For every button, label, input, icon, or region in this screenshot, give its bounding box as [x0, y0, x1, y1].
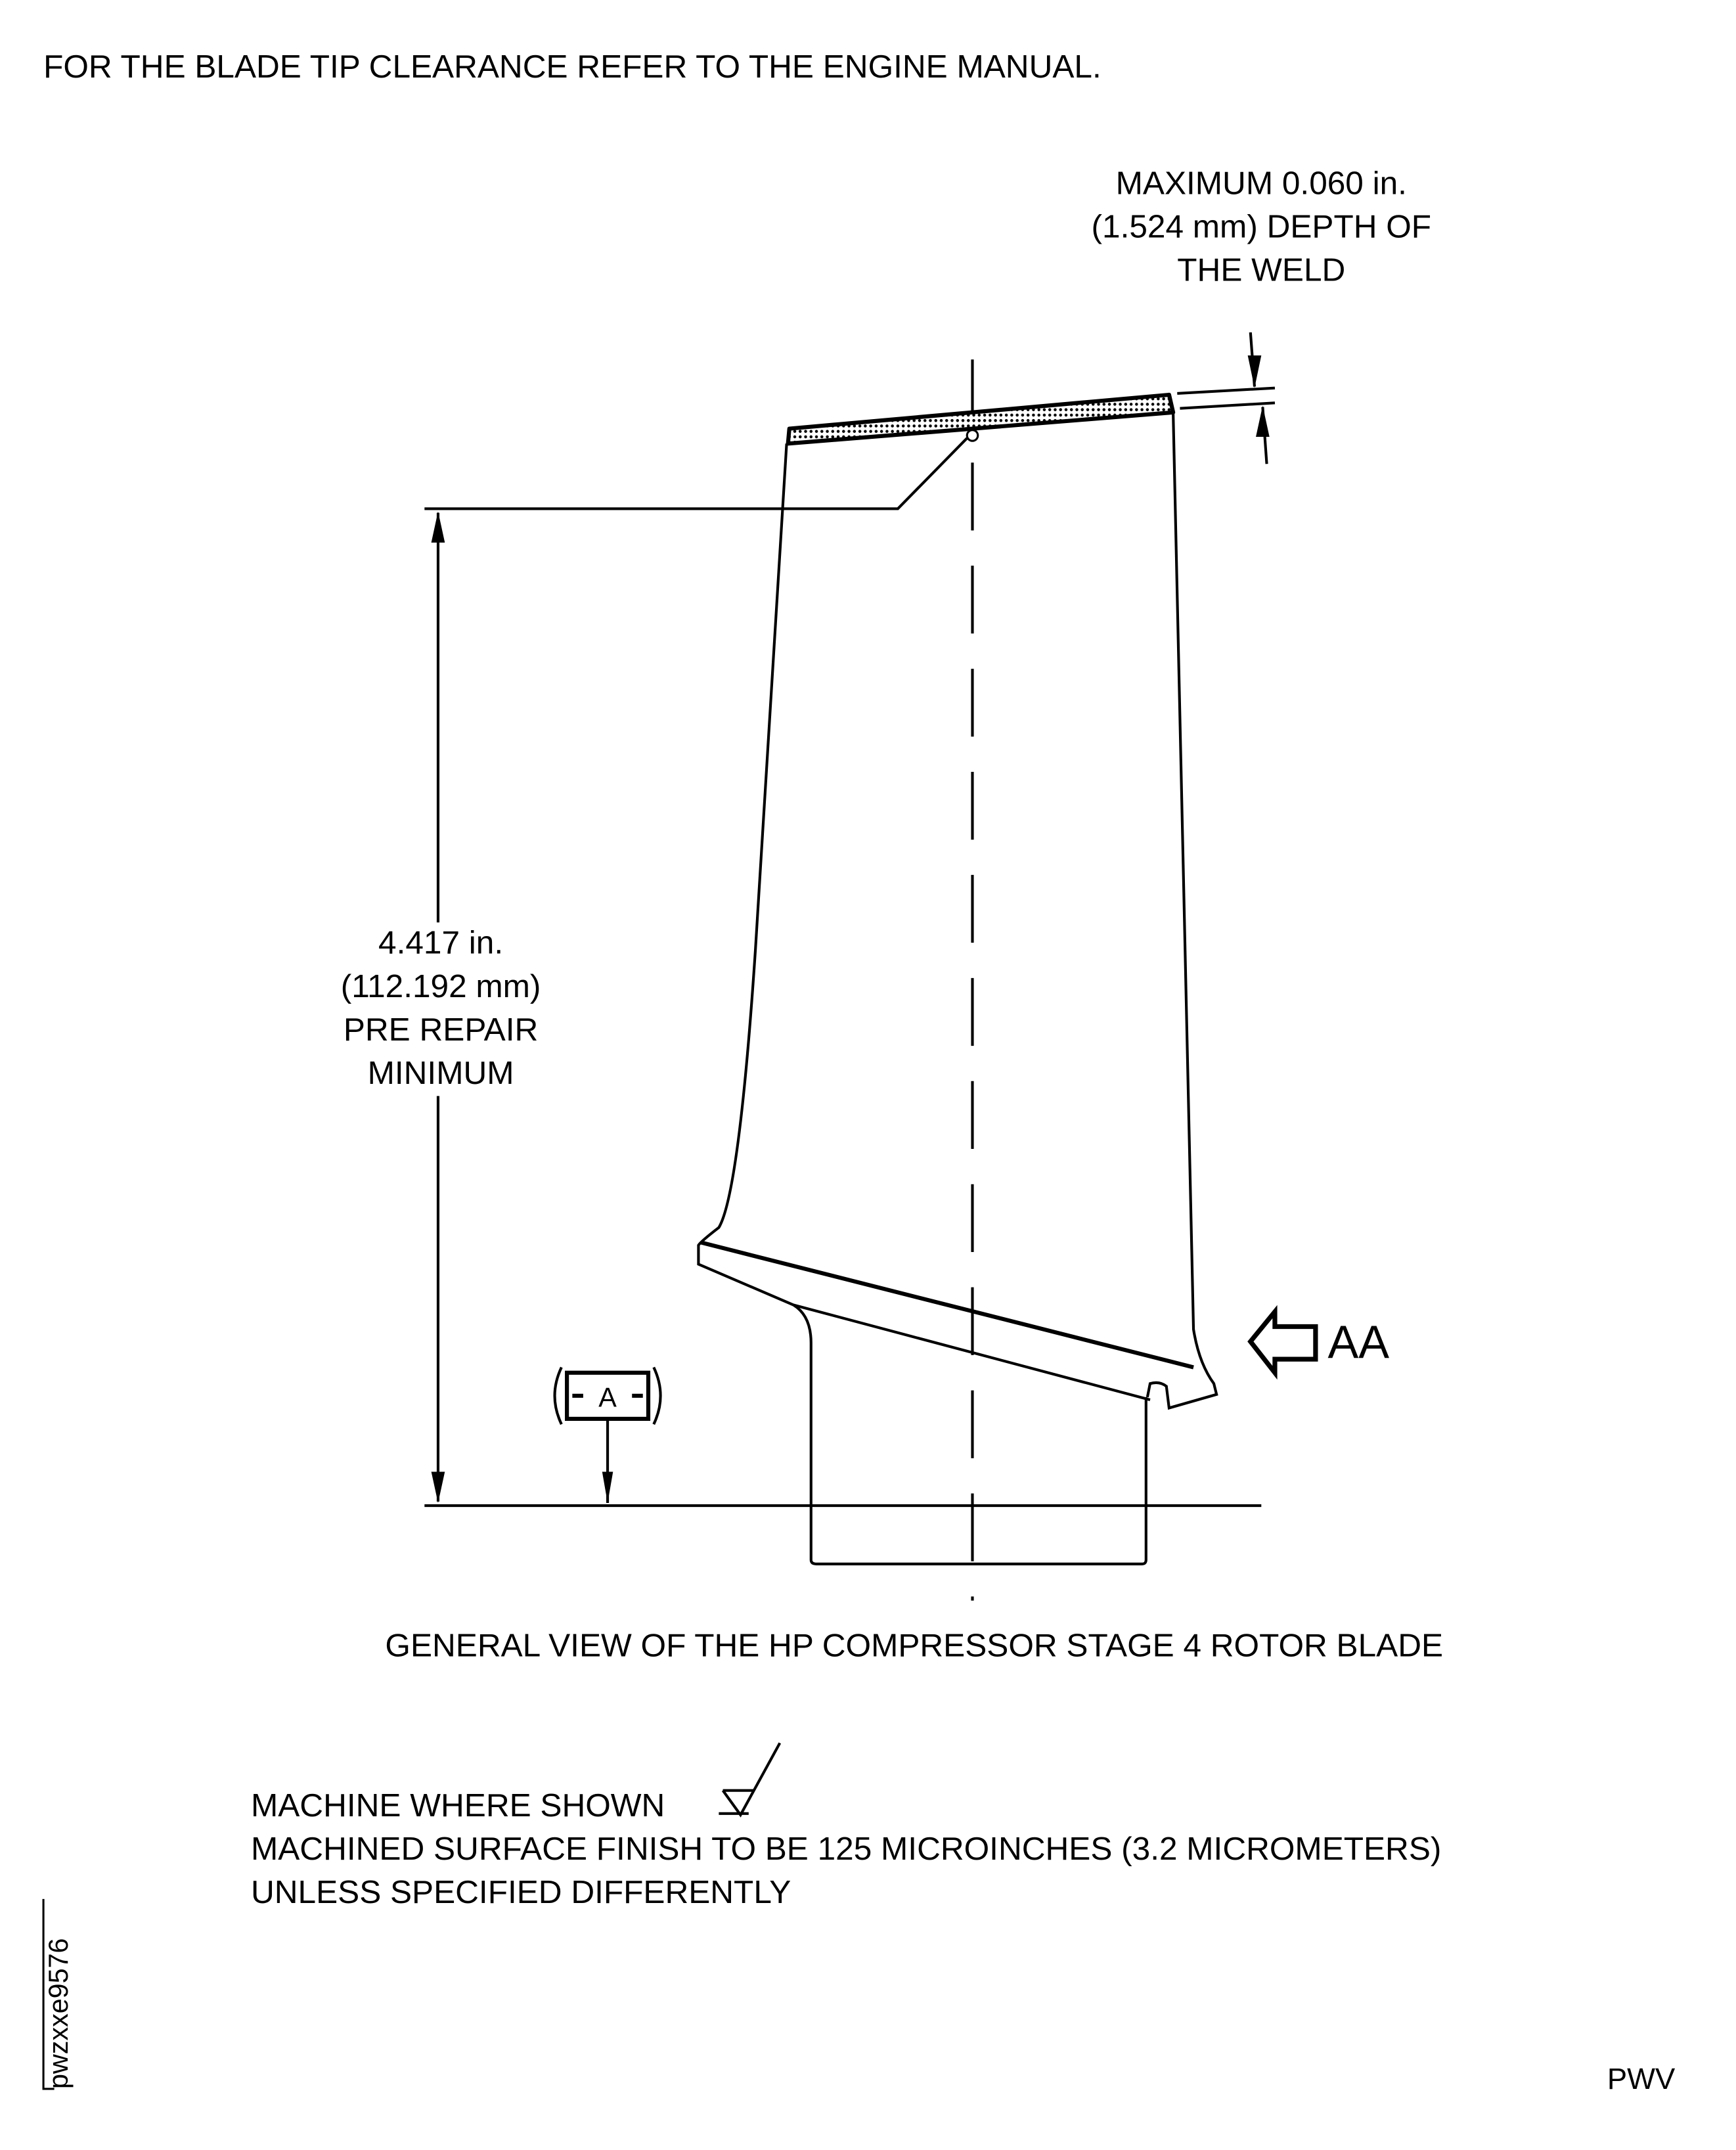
weld-callout-line-1: MAXIMUM 0.060 in.: [1116, 164, 1407, 201]
weld-callout: MAXIMUM 0.060 in. (1.524 mm) DEPTH OF TH…: [1092, 164, 1432, 288]
note-finish: MACHINED SURFACE FINISH TO BE 125 MICROI…: [251, 1830, 1441, 1867]
weld-callout-line-3: THE WELD: [1177, 252, 1345, 288]
view-arrow-icon: [1247, 1305, 1318, 1380]
figure-id: pwzxxe9576: [43, 1938, 74, 2089]
note-unless: UNLESS SPECIFIED DIFFERENTLY: [251, 1873, 791, 1910]
length-dimension-line-2: (112.192 mm): [341, 968, 541, 1004]
length-dimension-label: 4.417 in. (112.192 mm) PRE REPAIR MINIMU…: [341, 924, 541, 1091]
weld-callout-line-2: (1.524 mm) DEPTH OF: [1092, 208, 1432, 244]
length-dimension: [424, 437, 1262, 1508]
header-note: FOR THE BLADE TIP CLEARANCE REFER TO THE…: [43, 48, 1102, 85]
datum-a-symbol: [553, 1366, 662, 1503]
note-machine: MACHINE WHERE SHOWN: [251, 1787, 665, 1824]
weld-depth-dimension: [1177, 332, 1276, 464]
length-dimension-line-3: PRE REPAIR: [344, 1011, 538, 1048]
weld-point: [966, 429, 979, 442]
surface-finish-icon: [719, 1742, 782, 1818]
blade-outline: [697, 412, 1218, 1565]
figure-id-bracket: [42, 1898, 55, 2090]
weld-band: [786, 392, 1176, 446]
length-dimension-line-1: 4.417 in.: [378, 924, 503, 961]
datum-a-label: A: [598, 1382, 617, 1412]
view-arrow-label: AA: [1327, 1316, 1389, 1368]
caption: GENERAL VIEW OF THE HP COMPRESSOR STAGE …: [385, 1626, 1443, 1663]
corner-code: PWV: [1607, 2062, 1676, 2095]
length-dimension-line-4: MINIMUM: [368, 1054, 514, 1091]
